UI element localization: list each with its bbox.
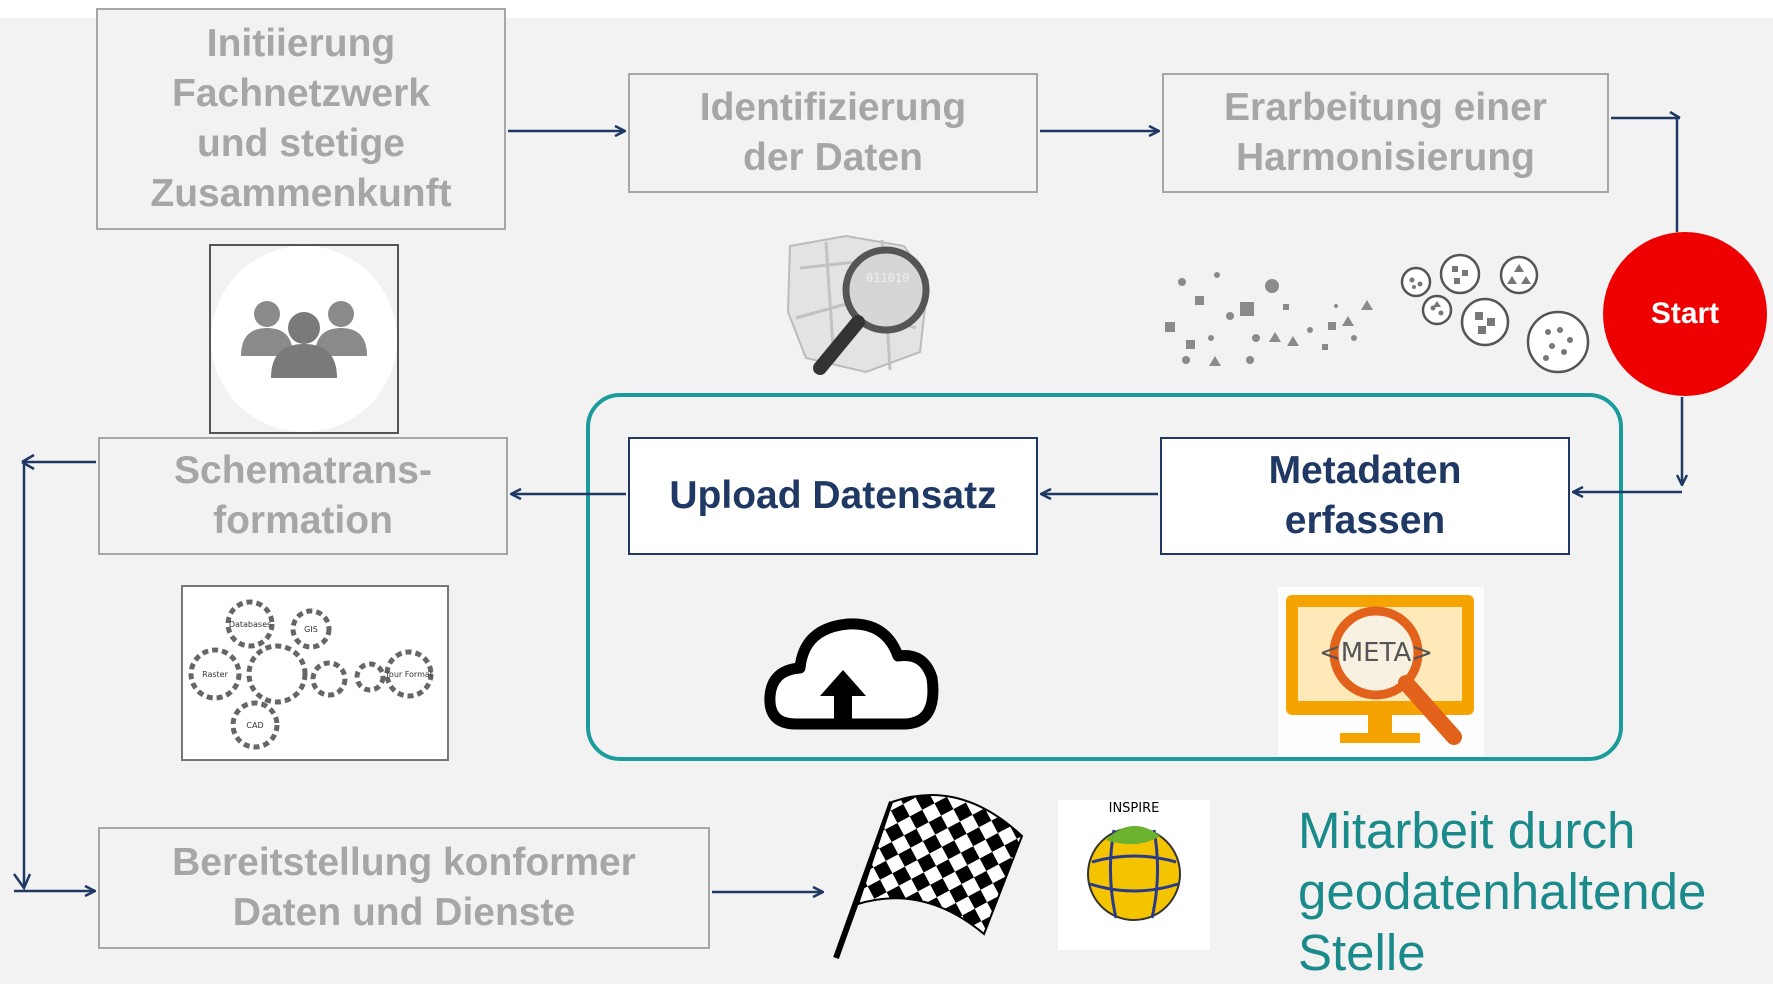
step-identifizierung-label: Identifizierung der Daten bbox=[699, 86, 967, 179]
step-schematransformation-label: Schematrans- formation bbox=[174, 449, 432, 542]
step-bereitstellung-label: Bereitstellung konformer Daten und Diens… bbox=[172, 841, 636, 934]
gear-label-databases: Databases bbox=[229, 620, 271, 629]
gear-label-cad: CAD bbox=[246, 721, 263, 730]
step-identifizierung: Identifizierung der Daten bbox=[628, 73, 1038, 193]
people-group-icon bbox=[211, 246, 397, 432]
start-marker: Start bbox=[1603, 232, 1767, 396]
gears-icon: Databases GIS Raster CAD Your Format bbox=[188, 599, 434, 750]
meta-box: <META> bbox=[1278, 587, 1484, 757]
step-erarbeitung-label: Erarbeitung einer Harmonisierung bbox=[1224, 86, 1547, 179]
step-upload-label: Upload Datensatz bbox=[669, 474, 997, 518]
team-icon-box bbox=[209, 244, 399, 434]
start-label: Start bbox=[1650, 297, 1720, 330]
gear-label-gis: GIS bbox=[304, 625, 318, 634]
step-bereitstellung: Bereitstellung konformer Daten und Diens… bbox=[98, 827, 710, 949]
step-metadaten-label: Metadaten erfassen bbox=[1268, 449, 1462, 542]
meta-monitor-icon: <META> bbox=[1286, 595, 1474, 745]
active-steps-frame bbox=[586, 393, 1623, 761]
step-erarbeitung: Erarbeitung einer Harmonisierung bbox=[1162, 73, 1609, 193]
step-schematransformation: Schematrans- formation bbox=[98, 437, 508, 555]
meta-icon-text: <META> bbox=[1319, 638, 1433, 668]
step-initiierung-label: Initiierung Fachnetzwerk und stetige Zus… bbox=[150, 22, 452, 215]
step-initiierung: Initiierung Fachnetzwerk und stetige Zus… bbox=[96, 8, 506, 230]
step-metadaten: Metadaten erfassen bbox=[1160, 437, 1570, 555]
arrow-schema-loop bbox=[22, 460, 96, 886]
collaboration-note: Mitarbeit durch geodatenhaltende Stelle bbox=[1298, 802, 1707, 982]
gear-label-raster: Raster bbox=[202, 670, 229, 679]
step-upload: Upload Datensatz bbox=[628, 437, 1038, 555]
gears-box: Databases GIS Raster CAD Your Format bbox=[181, 585, 449, 761]
gear-label-your-format: Your Format bbox=[384, 670, 433, 679]
